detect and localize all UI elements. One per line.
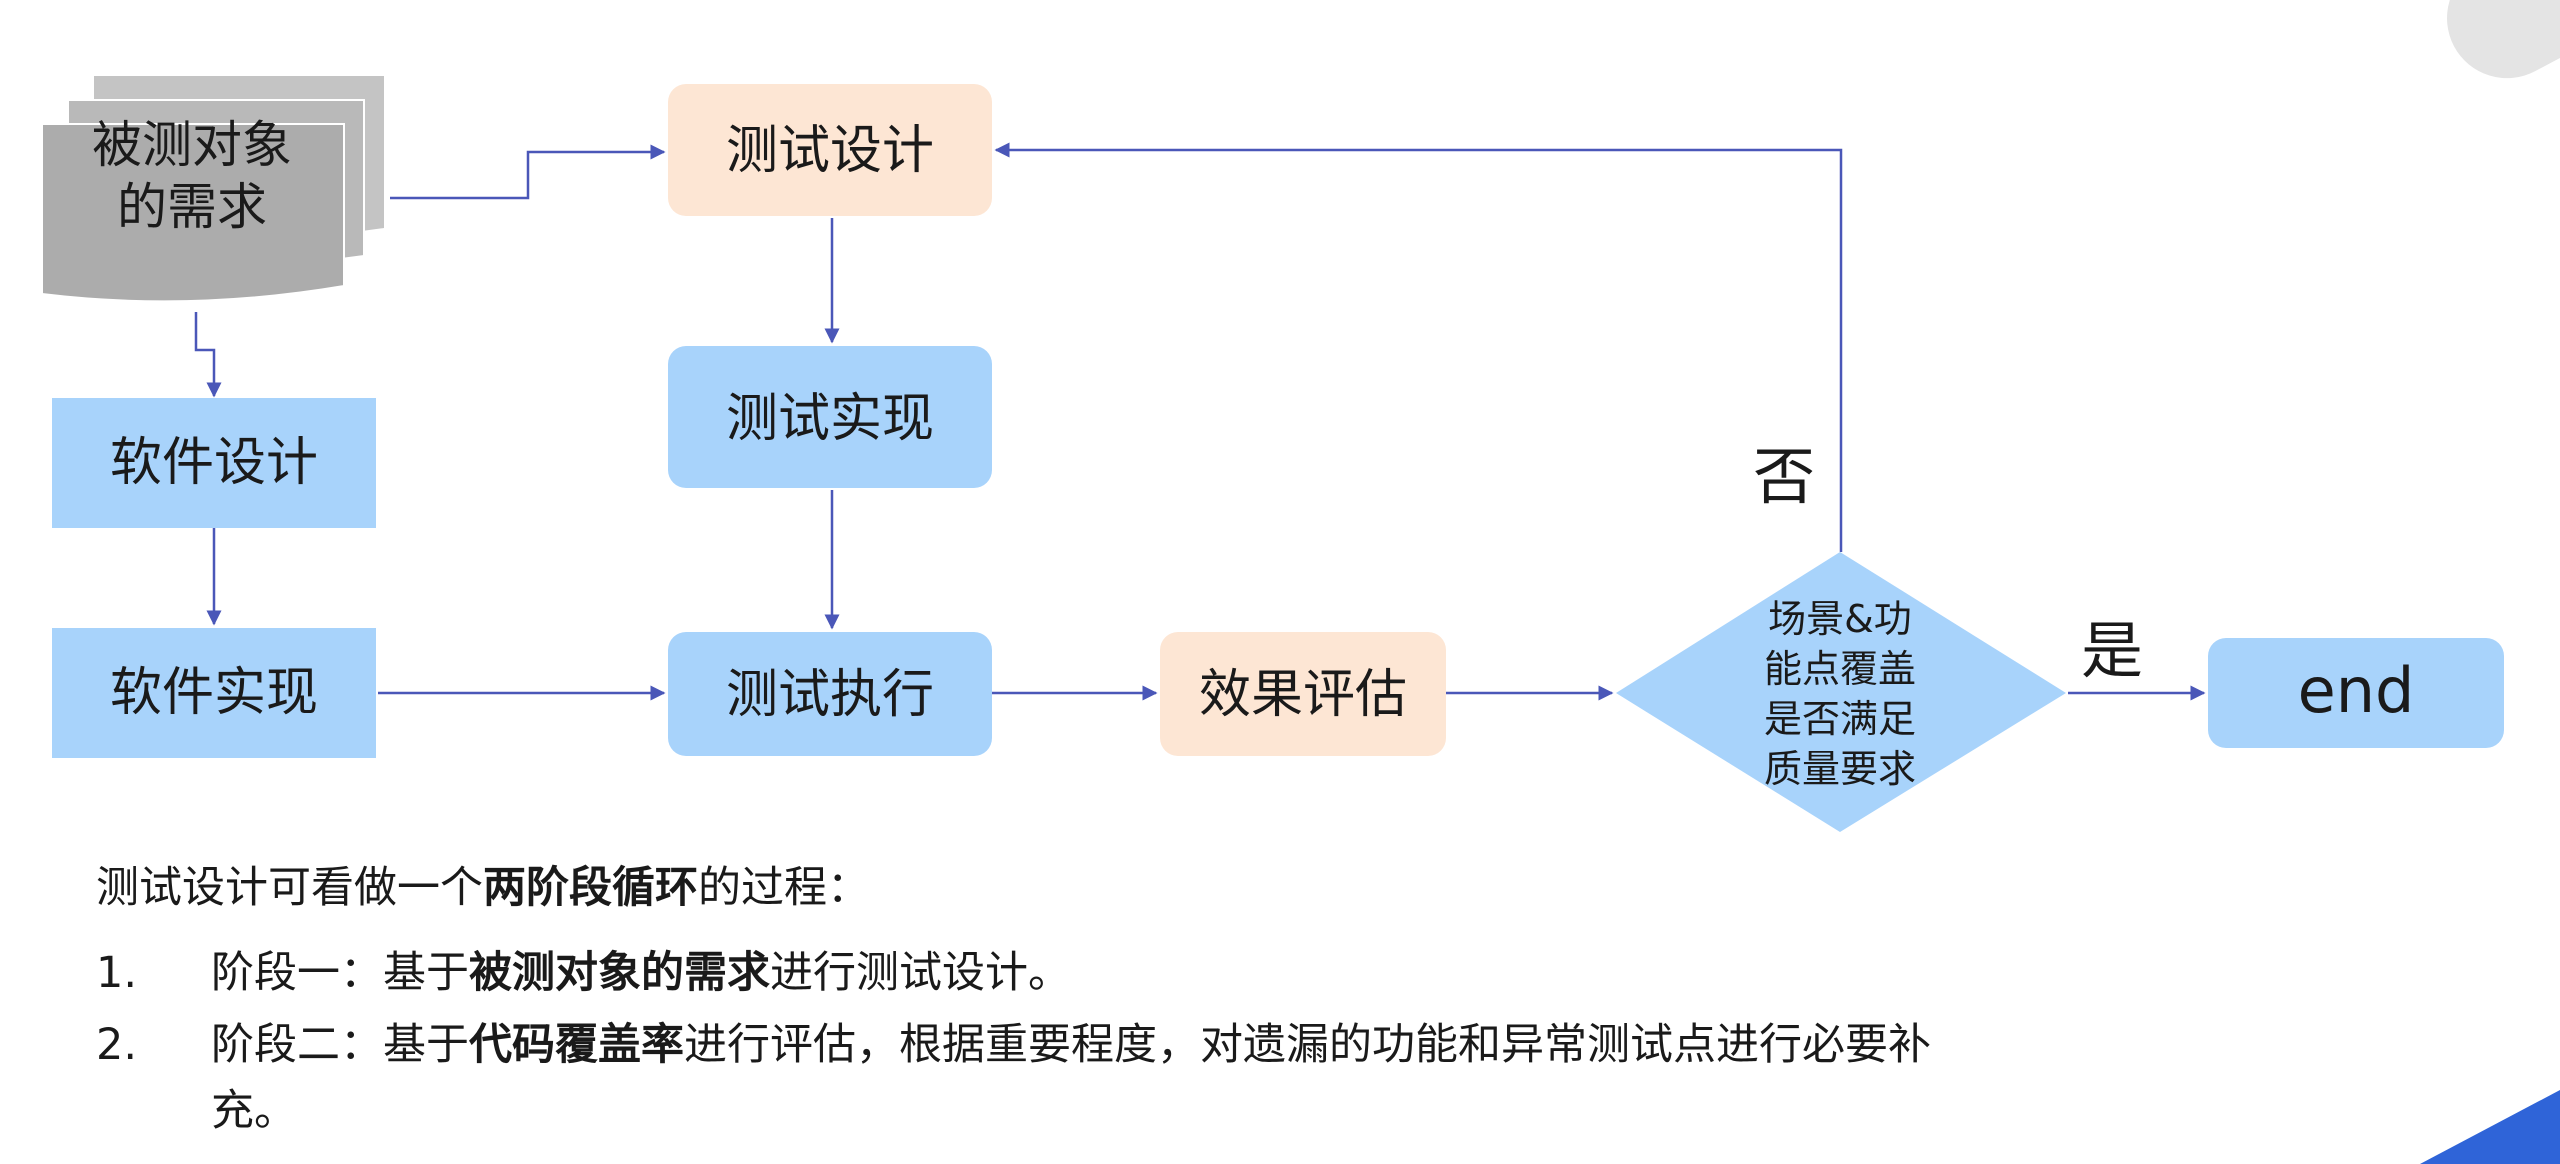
test-impl-label: 测试实现 xyxy=(726,389,934,449)
notes-item-number: 1. xyxy=(96,948,138,998)
evaluation-node: 效果评估 xyxy=(1160,632,1446,756)
test-design-flowchart: 被测对象的需求 软件设计 软件实现 测试设计 测试实现 测试执行 效果评估 场景… xyxy=(41,76,2504,832)
test-design-label: 测试设计 xyxy=(726,121,934,181)
edge-requirements-to-software-design xyxy=(194,312,222,398)
software-design-node: 软件设计 xyxy=(52,398,376,528)
notes-item-number: 2. xyxy=(96,1020,138,1070)
no-label: 否 xyxy=(1753,440,1815,513)
notes-item-1: 1. 阶段一：基于被测对象的需求进行测试设计。 xyxy=(96,940,1996,1006)
end-node: end xyxy=(2208,638,2504,748)
decision-node: 场景&功能点覆盖是否满足质量要求 xyxy=(1616,552,2066,832)
yes-label: 是 xyxy=(2081,614,2143,687)
notes-item-prefix: 阶段二：基于 xyxy=(211,1020,469,1070)
notes-intro-suffix: 的过程： xyxy=(698,863,870,913)
end-label: end xyxy=(2298,654,2415,727)
notes-intro-bold: 两阶段循环 xyxy=(483,863,698,913)
software-design-label: 软件设计 xyxy=(110,433,318,493)
requirements-document: 被测对象的需求 xyxy=(41,76,384,303)
software-impl-label: 软件实现 xyxy=(110,663,318,723)
notes-section: 测试设计可看做一个两阶段循环的过程： 1. 阶段一：基于被测对象的需求进行测试设… xyxy=(96,858,1996,1150)
notes-item-prefix: 阶段一：基于 xyxy=(211,948,469,998)
software-impl-node: 软件实现 xyxy=(52,628,376,758)
notes-item-suffix: 进行评估，根据重要程度，对遗漏的功能和异常测试点进行必要补充。 xyxy=(211,1020,1931,1136)
notes-intro-prefix: 测试设计可看做一个 xyxy=(96,863,483,913)
corner-decoration-bottom xyxy=(2420,1090,2560,1164)
decision-label: 场景&功能点覆盖是否满足质量要求 xyxy=(1764,597,1916,791)
notes-item-2: 2. 阶段二：基于代码覆盖率进行评估，根据重要程度，对遗漏的功能和异常测试点进行… xyxy=(96,1012,1996,1144)
test-exec-node: 测试执行 xyxy=(668,632,992,756)
evaluation-label: 效果评估 xyxy=(1199,665,1407,725)
notes-item-bold: 被测对象的需求 xyxy=(469,948,770,998)
notes-item-bold: 代码覆盖率 xyxy=(469,1020,684,1070)
notes-intro: 测试设计可看做一个两阶段循环的过程： xyxy=(96,858,1996,918)
edge-decision-no-loop xyxy=(994,142,1843,552)
edge-requirements-to-test-design xyxy=(390,144,666,200)
test-exec-label: 测试执行 xyxy=(726,665,934,725)
requirements-label: 被测对象的需求 xyxy=(92,116,292,236)
test-design-node: 测试设计 xyxy=(668,84,992,216)
notes-item-suffix: 进行测试设计。 xyxy=(770,948,1071,998)
test-impl-node: 测试实现 xyxy=(668,346,992,488)
